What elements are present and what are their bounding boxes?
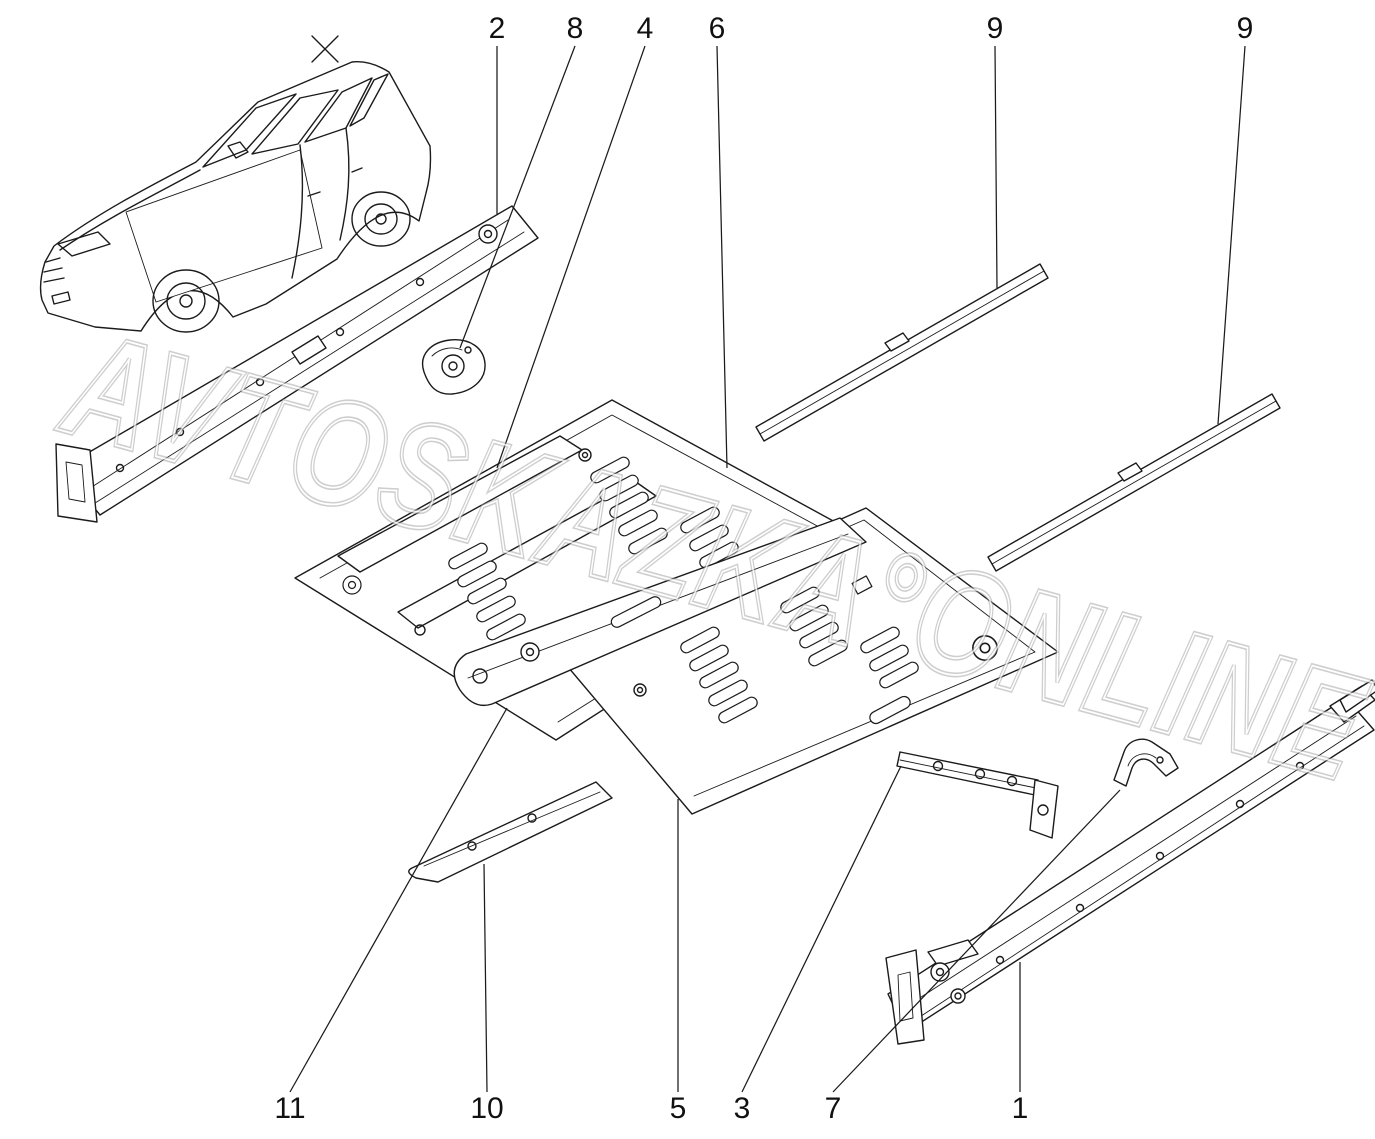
car-rear-wheel (351, 191, 411, 247)
car-floor-cutaway-hatch (125, 149, 323, 303)
car-front-wheel (152, 269, 220, 333)
callout-5: 5 (670, 1092, 687, 1125)
leader-9a (994, 45, 998, 289)
leader-6 (716, 45, 728, 469)
callout-6: 6 (709, 12, 726, 45)
callout-7: 7 (825, 1092, 842, 1125)
part-floor-tunnel-member (453, 517, 867, 707)
callout-11: 11 (274, 1092, 305, 1125)
callout-10: 10 (470, 1092, 503, 1125)
part-sill-assembly-left (55, 205, 539, 523)
part-seat-crossmember (896, 751, 1059, 839)
callout-2: 2 (489, 12, 506, 45)
part-floor-side-member (408, 781, 613, 883)
leader-7 (832, 789, 1121, 1093)
car-mirror (227, 141, 249, 159)
leader-3 (741, 765, 902, 1093)
part-crossmember-rail-lower (987, 393, 1281, 572)
leader-9b (1217, 45, 1246, 425)
part-mount-bracket (421, 339, 486, 395)
callout-numbers: 2 8 4 6 9 9 11 10 5 3 7 1 (274, 12, 1253, 1125)
leader-8 (459, 45, 576, 349)
car-illustration (39, 35, 432, 333)
leader-4 (496, 45, 646, 469)
leader-lines (289, 45, 1246, 1093)
callout-8: 8 (567, 12, 584, 45)
callout-9-left: 9 (987, 12, 1004, 45)
rear-seat-crossmember-rib (397, 481, 657, 629)
part-sill-assembly-right (885, 679, 1375, 1045)
part-front-floor-panel (294, 399, 869, 741)
callout-3: 3 (734, 1092, 751, 1125)
part-support-bracket (1113, 738, 1179, 787)
callout-4: 4 (637, 12, 654, 45)
callout-1: 1 (1012, 1092, 1029, 1125)
leader-10 (483, 863, 488, 1093)
leader-11 (289, 707, 508, 1093)
part-crossmember-rail-upper (755, 263, 1049, 442)
car-roof-x-mark (311, 35, 339, 63)
callout-9-right: 9 (1237, 12, 1254, 45)
